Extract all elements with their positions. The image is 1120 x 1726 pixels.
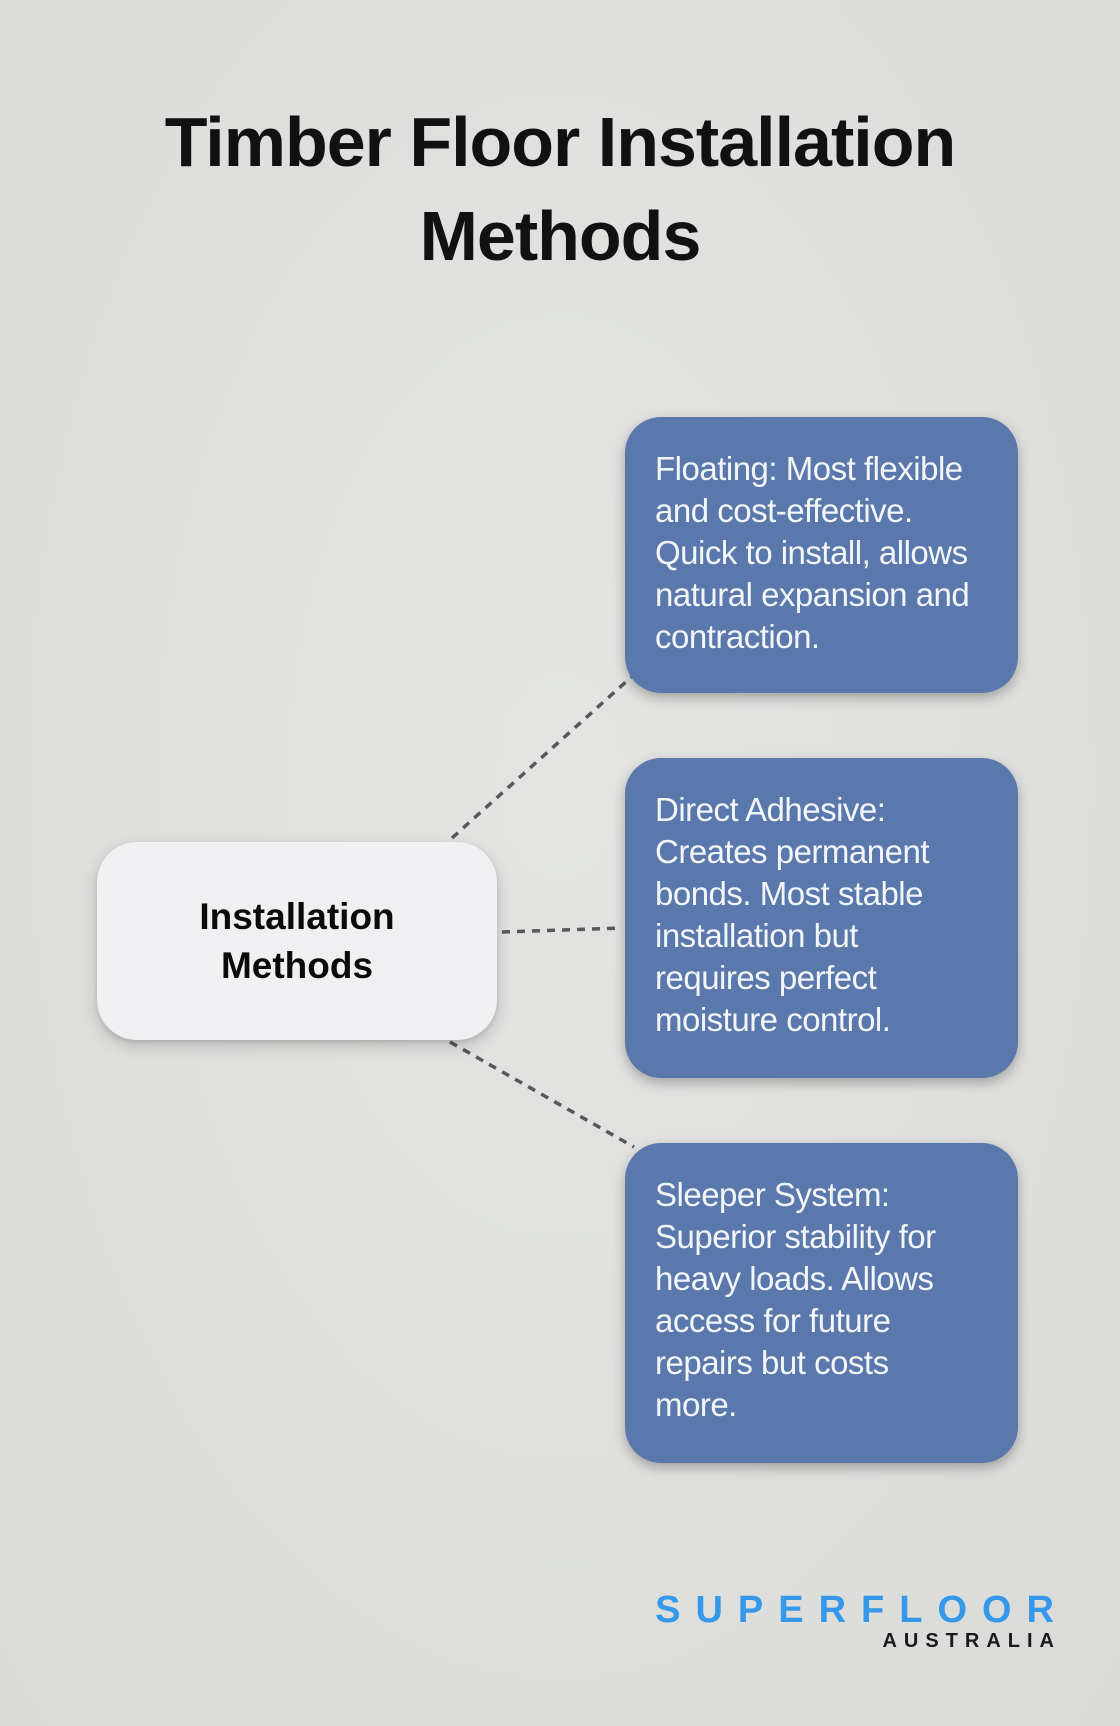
text-line: bonds. Most stable xyxy=(655,875,924,912)
branch-node-sleeper-system: Sleeper System: Superior stability for hea… xyxy=(625,1143,1018,1463)
text-line: and cost-effective. xyxy=(655,492,913,529)
text-line: Superior stability for xyxy=(655,1218,936,1255)
text-line: heavy loads. Allows xyxy=(655,1260,934,1297)
logo-region-text: AUSTRALIA xyxy=(882,1630,1061,1652)
text-line: contraction. xyxy=(655,618,820,655)
text-line: Floating: Most flexible xyxy=(655,450,963,487)
text-line: installation but xyxy=(655,917,858,954)
text-line: Creates permanent xyxy=(655,833,929,870)
text-line: Direct Adhesive: xyxy=(655,791,886,828)
connector-floating xyxy=(450,660,650,840)
text-line: Timber Floor Installation xyxy=(164,103,956,181)
connector-direct-adhesive xyxy=(501,926,623,934)
branch-node-floating: Floating: Most flexible and cost-effectiv… xyxy=(625,417,1018,693)
text-line: Installation xyxy=(199,896,395,937)
text-line: access for future xyxy=(655,1302,891,1339)
text-line: Methods xyxy=(419,197,702,275)
text-line: natural expansion and xyxy=(655,576,970,613)
text-line: Quick to install, allows xyxy=(655,534,968,571)
text-line: moisture control. xyxy=(655,1001,891,1038)
text-line: Sleeper System: xyxy=(655,1176,890,1213)
text-line: more. xyxy=(655,1386,737,1423)
branch-node-direct-adhesive: Direct Adhesive: Creates permanent bonds. … xyxy=(625,758,1018,1078)
logo-brand-text: SUPERFLOOR xyxy=(655,1589,1069,1631)
text-line: requires perfect xyxy=(655,959,877,996)
text-line: Methods xyxy=(220,945,374,986)
text-line: repairs but costs xyxy=(655,1344,889,1381)
connector-sleeper-system xyxy=(449,1040,635,1149)
superfloor-logo: SUPERFLOOR AUSTRALIA xyxy=(655,1591,1054,1651)
